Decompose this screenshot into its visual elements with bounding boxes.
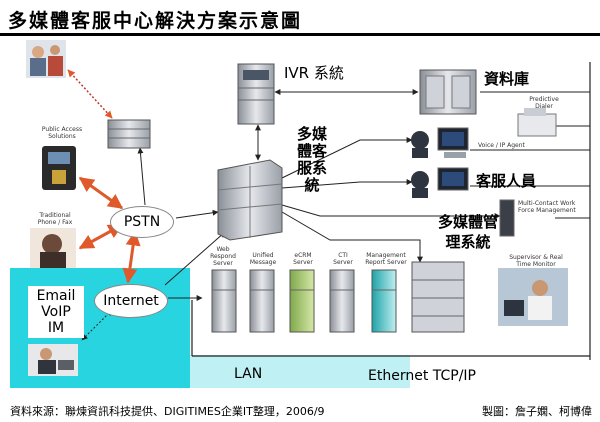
left-rack-server [107,119,151,149]
email-voip-im-block: Email VoIP IM [28,286,84,338]
title-rule [0,33,600,36]
pstn-rack-link [137,147,146,206]
multi-contact-label: Multi-Contact Work Force Management [518,200,576,214]
workforce-management-pc [499,199,515,237]
switch-agent2-link [281,179,413,189]
traditional-phone-label: Traditional Phone / Fax [37,212,73,226]
multimedia-system-label: 多媒體客服系統 [296,125,327,194]
supervisor-label: Supervisor & Real Time Monitor [509,254,563,268]
ivr-label: IVR 系統 [284,64,344,82]
user-rack-arrow [67,69,113,119]
credit-note: 製圖：詹子嫻、柯博偉 [482,405,592,418]
storage-array [411,261,465,333]
switch-agent1-link [281,137,413,179]
ivr-server [237,63,275,125]
public-access-kiosk [42,146,76,190]
lan-label: LAN [234,366,263,382]
ecrm-server [289,269,315,333]
switch-mgmt-link [281,204,501,219]
laptop-user-image [28,344,78,376]
lan-zone [190,355,410,388]
supervisor-image [498,268,568,326]
source-note: 資料來源：聯煉資訊科技提供、DIGITIMES企業IT整理，2006/9 [10,405,325,418]
database-server [419,69,477,115]
internet-switch-link [164,231,226,286]
pstn-internet-arrow [122,230,141,284]
internet-cloud: Internet [94,284,168,318]
switch-servers-link [281,211,423,263]
mgmt-report-server [371,269,397,333]
pstn-switch-link [175,209,219,219]
email-label: Email [36,288,76,304]
customer-agent-station [411,167,469,198]
pstn-kiosk-arrow [78,176,124,210]
web-respond-server [211,269,237,333]
central-switch [217,159,283,241]
pstn-cloud: PSTN [110,206,174,238]
multimedia-mgmt-label: 多媒體管理系統 [437,213,498,251]
business-users-image [26,40,66,78]
unified-message-label: Unified Message [249,252,277,266]
voip-label: VoIP [41,304,71,320]
predictive-dialer [517,108,557,137]
unified-message-server [249,269,275,333]
public-access-label: Public Access Solutions [41,126,83,140]
predictive-dialer-label: Predictive Dialer [529,96,559,110]
voice-agent-station [411,127,469,158]
mgmt-report-label: Management Report Server [365,252,407,266]
customer-service-label: 客服人員 [476,172,537,190]
cti-server [329,269,355,333]
voice-ip-agent-label: Voice / IP Agent [478,142,525,149]
diagram-title: 多媒體客服中心解決方案示意圖 [8,10,303,32]
ethernet-label: Ethernet TCP/IP [368,368,476,384]
web-respond-label: Web Respond Server [210,246,236,267]
internet-user-arrow [81,309,113,341]
phone-user-image [30,228,76,268]
ecrm-server-label: eCRM Server [293,252,313,266]
cti-server-label: CTI Server [333,252,353,266]
database-label: 資料庫 [484,70,530,88]
im-label: IM [47,320,65,336]
